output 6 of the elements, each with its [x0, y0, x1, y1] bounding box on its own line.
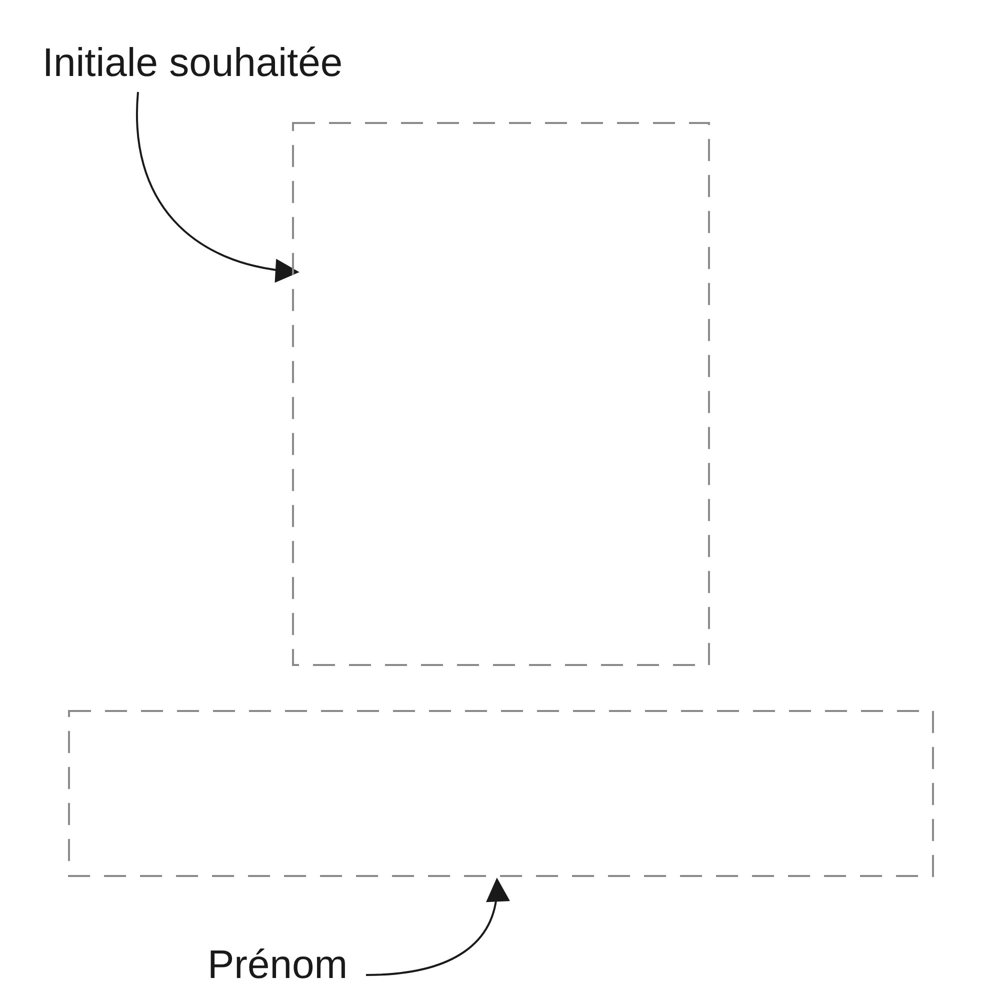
dashed-area [292, 122, 710, 666]
arrow [136, 92, 300, 282]
callout-label: Initiale souhaitée [20, 36, 365, 90]
arrow [366, 878, 509, 976]
callout-label: Prénom [195, 938, 360, 992]
dashed-area [68, 710, 934, 877]
